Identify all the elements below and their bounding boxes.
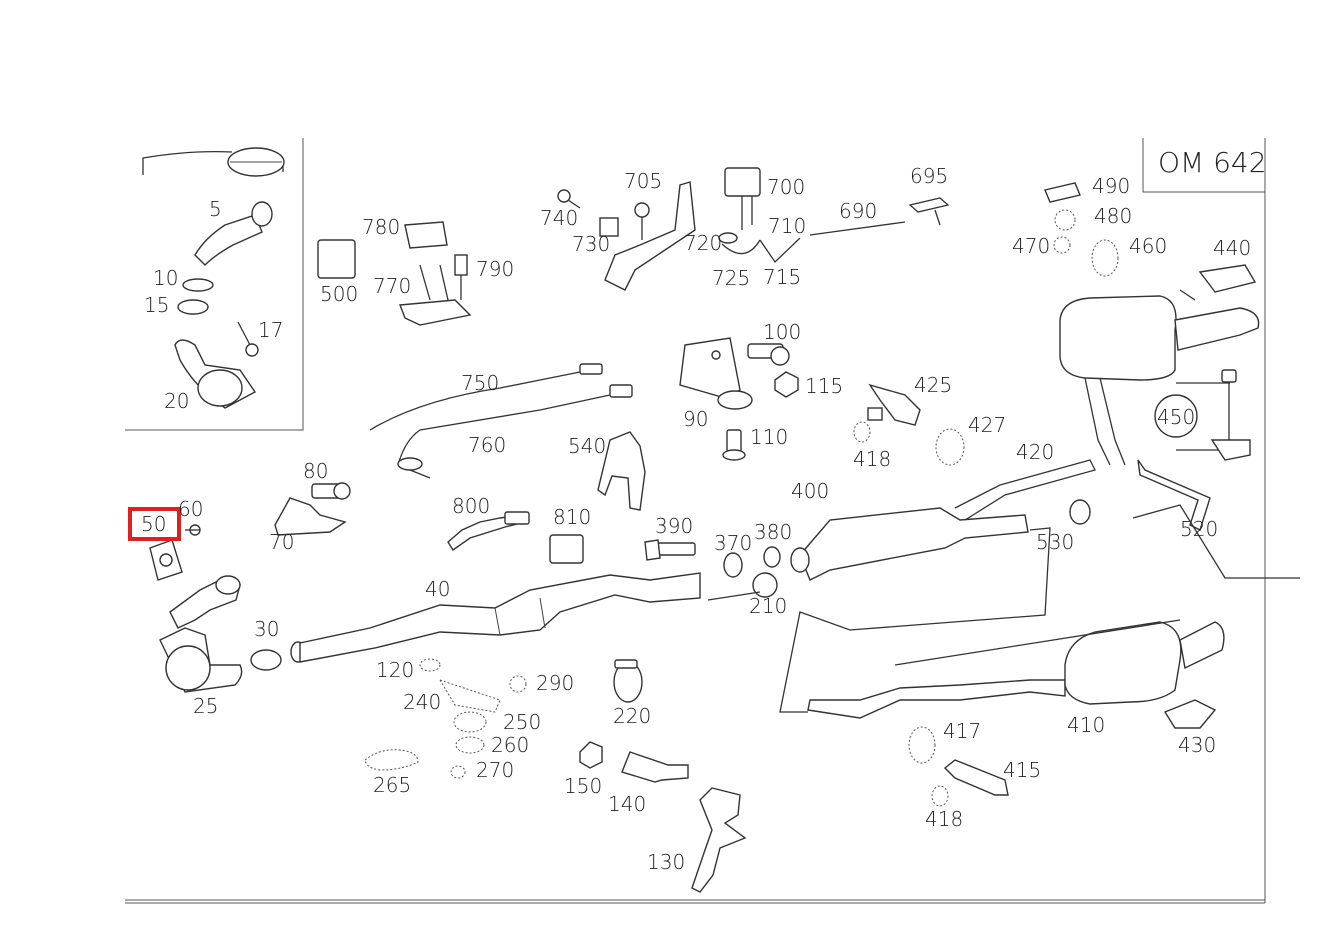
label-417[interactable]: 417 xyxy=(943,719,981,743)
label-370[interactable]: 370 xyxy=(714,531,752,555)
label-60[interactable]: 60 xyxy=(178,497,203,521)
label-17[interactable]: 17 xyxy=(258,318,283,342)
label-790[interactable]: 790 xyxy=(476,257,514,281)
label-725[interactable]: 725 xyxy=(712,266,750,290)
hanger-bolt-assembly xyxy=(1154,369,1251,461)
label-150[interactable]: 150 xyxy=(564,774,602,798)
temperature-sensor-lines xyxy=(369,363,633,479)
label-710[interactable]: 710 xyxy=(768,214,806,238)
label-720[interactable]: 720 xyxy=(684,231,722,255)
mount-bracket-cluster xyxy=(317,221,472,326)
front-flange-cluster xyxy=(149,482,584,581)
label-15[interactable]: 15 xyxy=(144,293,169,317)
rear-muffler-lower xyxy=(807,619,1225,729)
label-50[interactable]: 50 xyxy=(141,512,166,536)
label-130[interactable]: 130 xyxy=(647,850,685,874)
label-418-lower[interactable]: 418 xyxy=(925,807,963,831)
label-390[interactable]: 390 xyxy=(655,514,693,538)
label-490[interactable]: 490 xyxy=(1092,174,1130,198)
lower-clamp-cluster xyxy=(908,726,1009,807)
label-425[interactable]: 425 xyxy=(914,373,952,397)
label-730[interactable]: 730 xyxy=(572,232,610,256)
highlight-box xyxy=(128,507,181,541)
label-695[interactable]: 695 xyxy=(910,164,948,188)
clamp-and-bracket-parts xyxy=(579,659,747,893)
heat-shield-parts xyxy=(364,658,527,779)
label-100[interactable]: 100 xyxy=(763,320,801,344)
diagram-frame xyxy=(125,138,1266,904)
label-780[interactable]: 780 xyxy=(362,215,400,239)
label-260[interactable]: 260 xyxy=(491,733,529,757)
label-90[interactable]: 90 xyxy=(683,407,708,431)
label-430[interactable]: 430 xyxy=(1178,733,1216,757)
pipe-connectors xyxy=(644,539,781,601)
label-418-upper[interactable]: 418 xyxy=(853,447,891,471)
engine-code-label: OM 642 xyxy=(1158,146,1267,179)
label-265[interactable]: 265 xyxy=(373,773,411,797)
rubber-mount-530 xyxy=(1069,499,1091,525)
label-460[interactable]: 460 xyxy=(1129,234,1167,258)
label-25[interactable]: 25 xyxy=(193,694,218,718)
sensor-bracket-cluster xyxy=(557,167,950,291)
label-140[interactable]: 140 xyxy=(608,792,646,816)
label-70[interactable]: 70 xyxy=(269,530,294,554)
label-20[interactable]: 20 xyxy=(164,389,189,413)
label-270[interactable]: 270 xyxy=(476,758,514,782)
label-450[interactable]: 450 xyxy=(1157,405,1195,429)
label-40[interactable]: 40 xyxy=(425,577,450,601)
label-760[interactable]: 760 xyxy=(468,433,506,457)
label-290[interactable]: 290 xyxy=(536,671,574,695)
center-muffler xyxy=(779,459,1096,713)
label-10[interactable]: 10 xyxy=(153,266,178,290)
front-pipe-and-cat xyxy=(250,572,701,671)
label-380[interactable]: 380 xyxy=(754,520,792,544)
hanger-strip xyxy=(1132,459,1300,579)
inset-converter-assembly xyxy=(142,147,285,409)
label-427[interactable]: 427 xyxy=(968,413,1006,437)
label-120[interactable]: 120 xyxy=(376,658,414,682)
part-number-labels: 5 10 15 17 20 25 30 40 50 60 70 80 90 10… xyxy=(141,164,1251,874)
label-480[interactable]: 480 xyxy=(1094,204,1132,228)
label-715[interactable]: 715 xyxy=(763,265,801,289)
label-30[interactable]: 30 xyxy=(254,617,279,641)
label-220[interactable]: 220 xyxy=(613,704,651,728)
rear-mount-cluster xyxy=(1044,182,1257,293)
label-740[interactable]: 740 xyxy=(540,206,578,230)
label-80[interactable]: 80 xyxy=(303,459,328,483)
label-240[interactable]: 240 xyxy=(403,690,441,714)
label-530[interactable]: 530 xyxy=(1036,530,1074,554)
label-400[interactable]: 400 xyxy=(791,479,829,503)
label-470[interactable]: 470 xyxy=(1012,234,1050,258)
label-705[interactable]: 705 xyxy=(624,169,662,193)
heat-shield-clamps xyxy=(597,383,965,511)
label-520[interactable]: 520 xyxy=(1180,517,1218,541)
label-800[interactable]: 800 xyxy=(452,494,490,518)
label-115[interactable]: 115 xyxy=(805,374,843,398)
mount-bracket-90 xyxy=(679,337,799,461)
label-440[interactable]: 440 xyxy=(1213,236,1251,260)
label-420[interactable]: 420 xyxy=(1016,440,1054,464)
label-250[interactable]: 250 xyxy=(503,710,541,734)
label-110[interactable]: 110 xyxy=(750,425,788,449)
label-770[interactable]: 770 xyxy=(373,274,411,298)
label-5[interactable]: 5 xyxy=(209,197,222,221)
label-750[interactable]: 750 xyxy=(461,371,499,395)
label-700[interactable]: 700 xyxy=(767,175,805,199)
label-540[interactable]: 540 xyxy=(568,434,606,458)
rear-muffler-upper xyxy=(1059,289,1260,466)
label-410[interactable]: 410 xyxy=(1067,713,1105,737)
label-690[interactable]: 690 xyxy=(839,199,877,223)
label-810[interactable]: 810 xyxy=(553,505,591,529)
label-415[interactable]: 415 xyxy=(1003,758,1041,782)
label-500[interactable]: 500 xyxy=(320,282,358,306)
label-210[interactable]: 210 xyxy=(749,594,787,618)
front-catalytic-converter xyxy=(159,575,243,693)
